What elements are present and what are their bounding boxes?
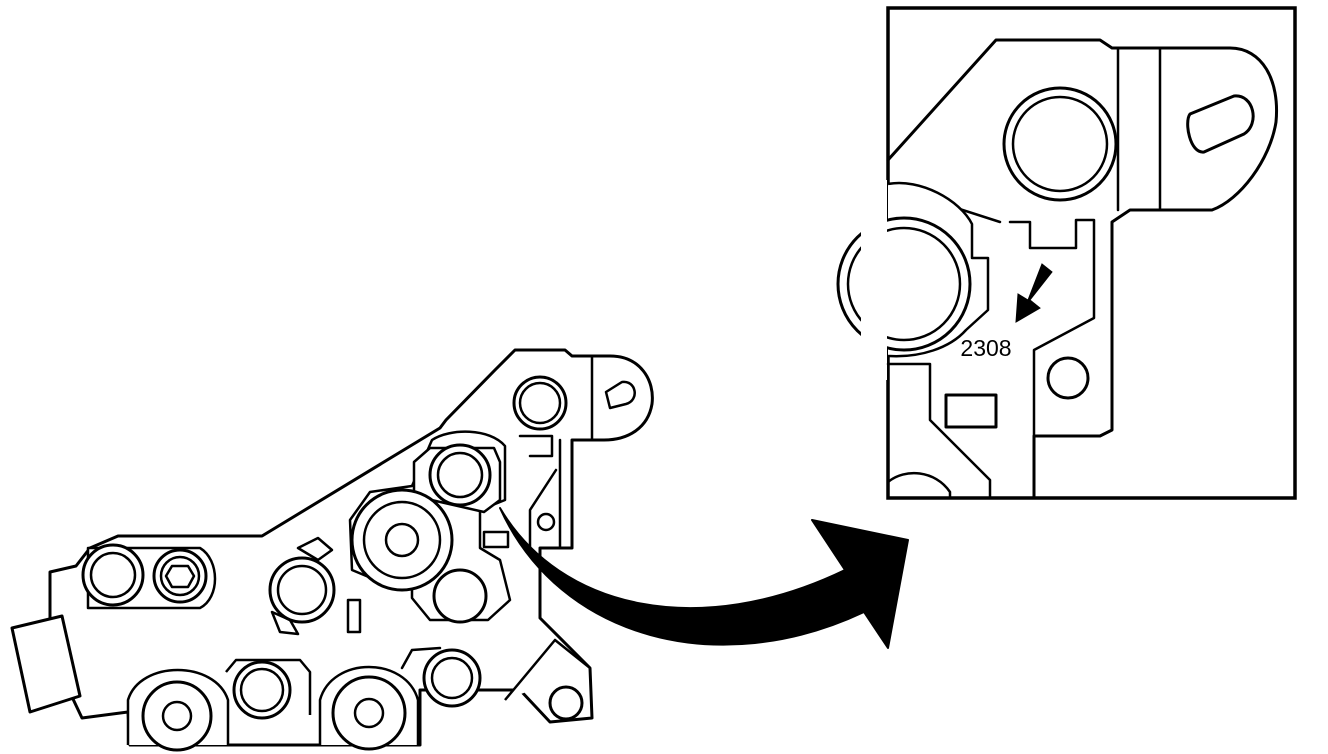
inset-body-outline [886,38,1279,500]
part-number-label: 2308 [960,335,1011,361]
bottom-bore-inner [353,697,385,729]
ledge-line [518,434,554,458]
curved-arrow-icon [499,507,909,649]
ledge-line [400,646,442,670]
bottom-bore-inner [161,700,193,732]
bore [268,556,336,624]
inset-large-bore-inner [846,226,962,342]
large-bore [350,488,454,592]
inset-bottom-bore [886,471,952,500]
ledge-line [528,468,558,550]
arrow-icon [1015,263,1053,323]
inset-lower-outline [886,362,992,500]
inset-notch [1008,218,1096,438]
inset-slot [1186,94,1255,154]
bolt-boss-inner [159,555,201,597]
mounting-ear [504,638,591,701]
small-hole [536,512,556,532]
valve-body-overview [10,348,654,752]
bracket-outline [570,354,594,442]
mounting-hole [548,685,584,721]
inset-bore [1002,86,1118,202]
bore-tab [296,536,334,562]
detail-inset: 2308 [836,6,1297,500]
square-port [482,530,510,549]
bracket-slot [604,380,636,410]
inset-small-hole [1046,356,1090,400]
bore [232,660,292,720]
connector-block [10,614,82,714]
large-bore-ring [362,500,442,580]
hex-bolt-icon [164,564,196,589]
inset-square-port [944,393,998,429]
bore-inner [89,551,137,599]
bore-inner [276,564,328,616]
large-bore-center [384,522,420,558]
bore-inner [518,381,562,425]
bore [432,568,488,624]
inset-mask [861,180,887,380]
bore [512,375,568,431]
bore-inner [430,656,474,700]
inset-bore-inner [1011,95,1109,193]
slot [346,598,362,634]
bore-inner [239,667,285,713]
bore-inner [436,451,484,499]
inset-large-bore [836,216,972,352]
